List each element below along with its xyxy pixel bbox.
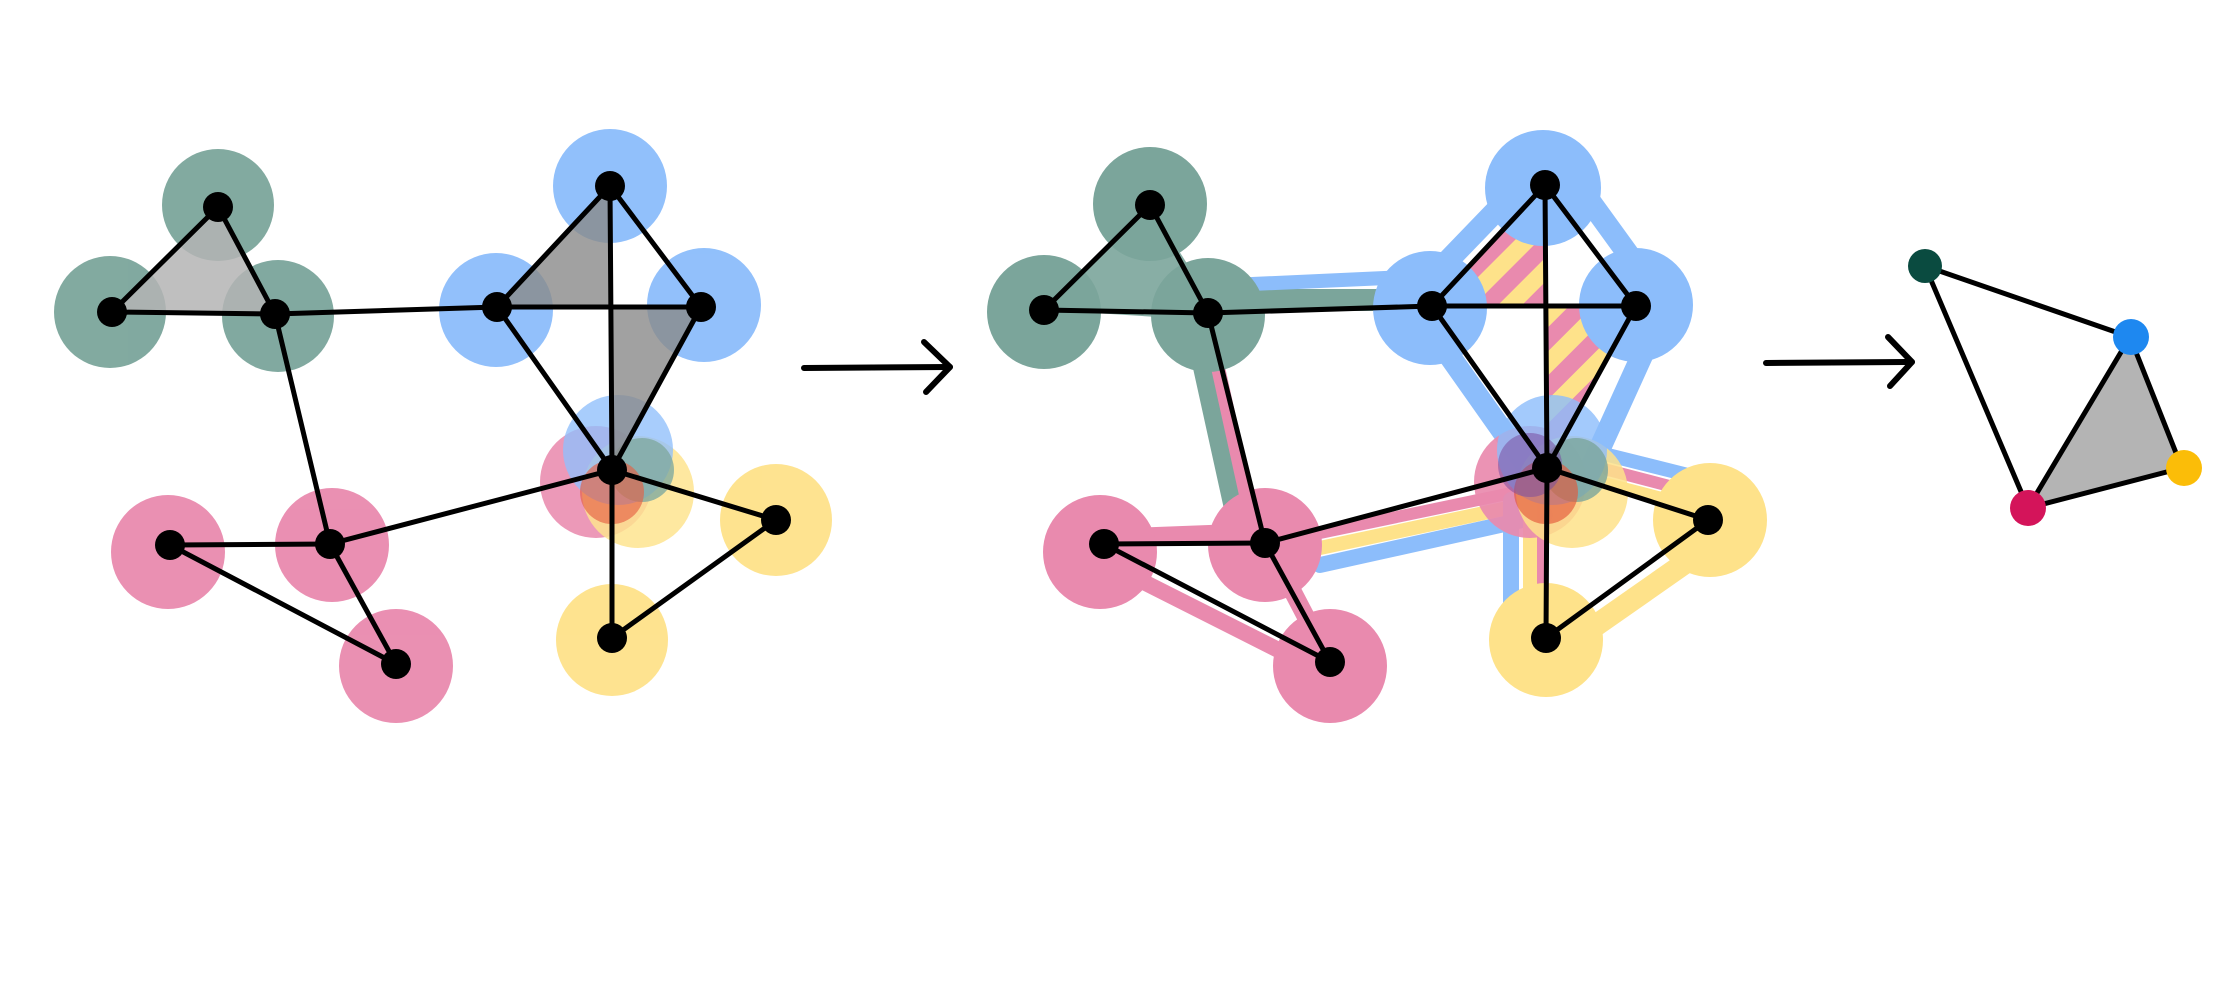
- edge: [327, 541, 399, 667]
- vertex: [482, 292, 512, 322]
- quotient-graph-panel: [1908, 249, 2202, 526]
- edge: [607, 183, 615, 473]
- edge: [1429, 182, 1548, 309]
- edge-layer: [1041, 182, 1711, 665]
- edge: [272, 311, 333, 547]
- edge: [1543, 517, 1711, 641]
- vertex: [1693, 505, 1723, 535]
- vertex: [97, 297, 127, 327]
- vertex: [1089, 529, 1119, 559]
- vertex: [1417, 291, 1447, 321]
- vertex: [155, 530, 185, 560]
- edge: [167, 542, 399, 667]
- vertex: [203, 192, 233, 222]
- edge: [272, 304, 500, 317]
- vertex-pink: [2010, 490, 2046, 526]
- vertex: [595, 171, 625, 201]
- face-triangle-gray: [110, 207, 275, 314]
- halo-layer: [54, 129, 832, 723]
- face-triangle-gray: [2028, 337, 2182, 508]
- vertex: [597, 455, 627, 485]
- halo-layer: [987, 130, 1767, 723]
- vertex: [381, 649, 411, 679]
- vertex: [686, 292, 716, 322]
- arrow-left-to-middle: [801, 339, 953, 395]
- vertex: [1621, 291, 1651, 321]
- bundled-cover-graph-panel: [987, 130, 1767, 723]
- edge: [1101, 540, 1268, 547]
- vertex-layer: [97, 171, 791, 679]
- edge: [1041, 307, 1211, 316]
- edge: [1542, 182, 1639, 309]
- edge: [609, 467, 779, 523]
- edge: [609, 304, 704, 473]
- vertex: [1315, 647, 1345, 677]
- vertex-green: [1908, 249, 1942, 283]
- edge: [2025, 465, 2185, 511]
- vertex: [1193, 298, 1223, 328]
- vertex: [315, 529, 345, 559]
- vertex: [1029, 295, 1059, 325]
- edge: [2025, 334, 2133, 511]
- vertex: [1531, 623, 1561, 653]
- edge: [2127, 334, 2185, 471]
- vertex: [761, 505, 791, 535]
- edge: [1205, 303, 1435, 316]
- edge: [1147, 202, 1211, 316]
- edge: [1101, 541, 1333, 665]
- cover-graph-panel: [54, 129, 832, 723]
- edge: [327, 467, 615, 547]
- vertex: [1530, 170, 1560, 200]
- edge: [1262, 540, 1333, 665]
- vertex-layer: [1029, 170, 1723, 677]
- edge: [1542, 182, 1550, 471]
- edge: [494, 304, 615, 473]
- edge-layer: [109, 183, 779, 667]
- vertex: [597, 623, 627, 653]
- edge: [109, 204, 221, 315]
- edge: [1922, 263, 2031, 511]
- vertex-yellow: [2166, 450, 2202, 486]
- edge: [1041, 202, 1153, 313]
- edge: [1544, 303, 1639, 471]
- vertex: [1250, 528, 1280, 558]
- edge: [215, 204, 278, 317]
- edge: [1429, 303, 1550, 471]
- edge-layer: [1922, 263, 2185, 511]
- edge: [1205, 310, 1268, 546]
- vertex-blue: [2113, 319, 2149, 355]
- edge: [1262, 465, 1550, 546]
- vertex: [1532, 453, 1562, 483]
- edge: [607, 183, 704, 310]
- edge: [609, 517, 779, 641]
- vertex: [1135, 190, 1165, 220]
- edge: [1922, 263, 2133, 340]
- edge: [1543, 465, 1550, 641]
- edge: [494, 183, 613, 310]
- edge: [167, 541, 333, 548]
- edge: [1544, 465, 1711, 523]
- vertex-layer: [1908, 249, 2202, 526]
- arrow-middle-to-right: [1763, 334, 1915, 389]
- edge: [109, 309, 278, 317]
- vertex: [260, 299, 290, 329]
